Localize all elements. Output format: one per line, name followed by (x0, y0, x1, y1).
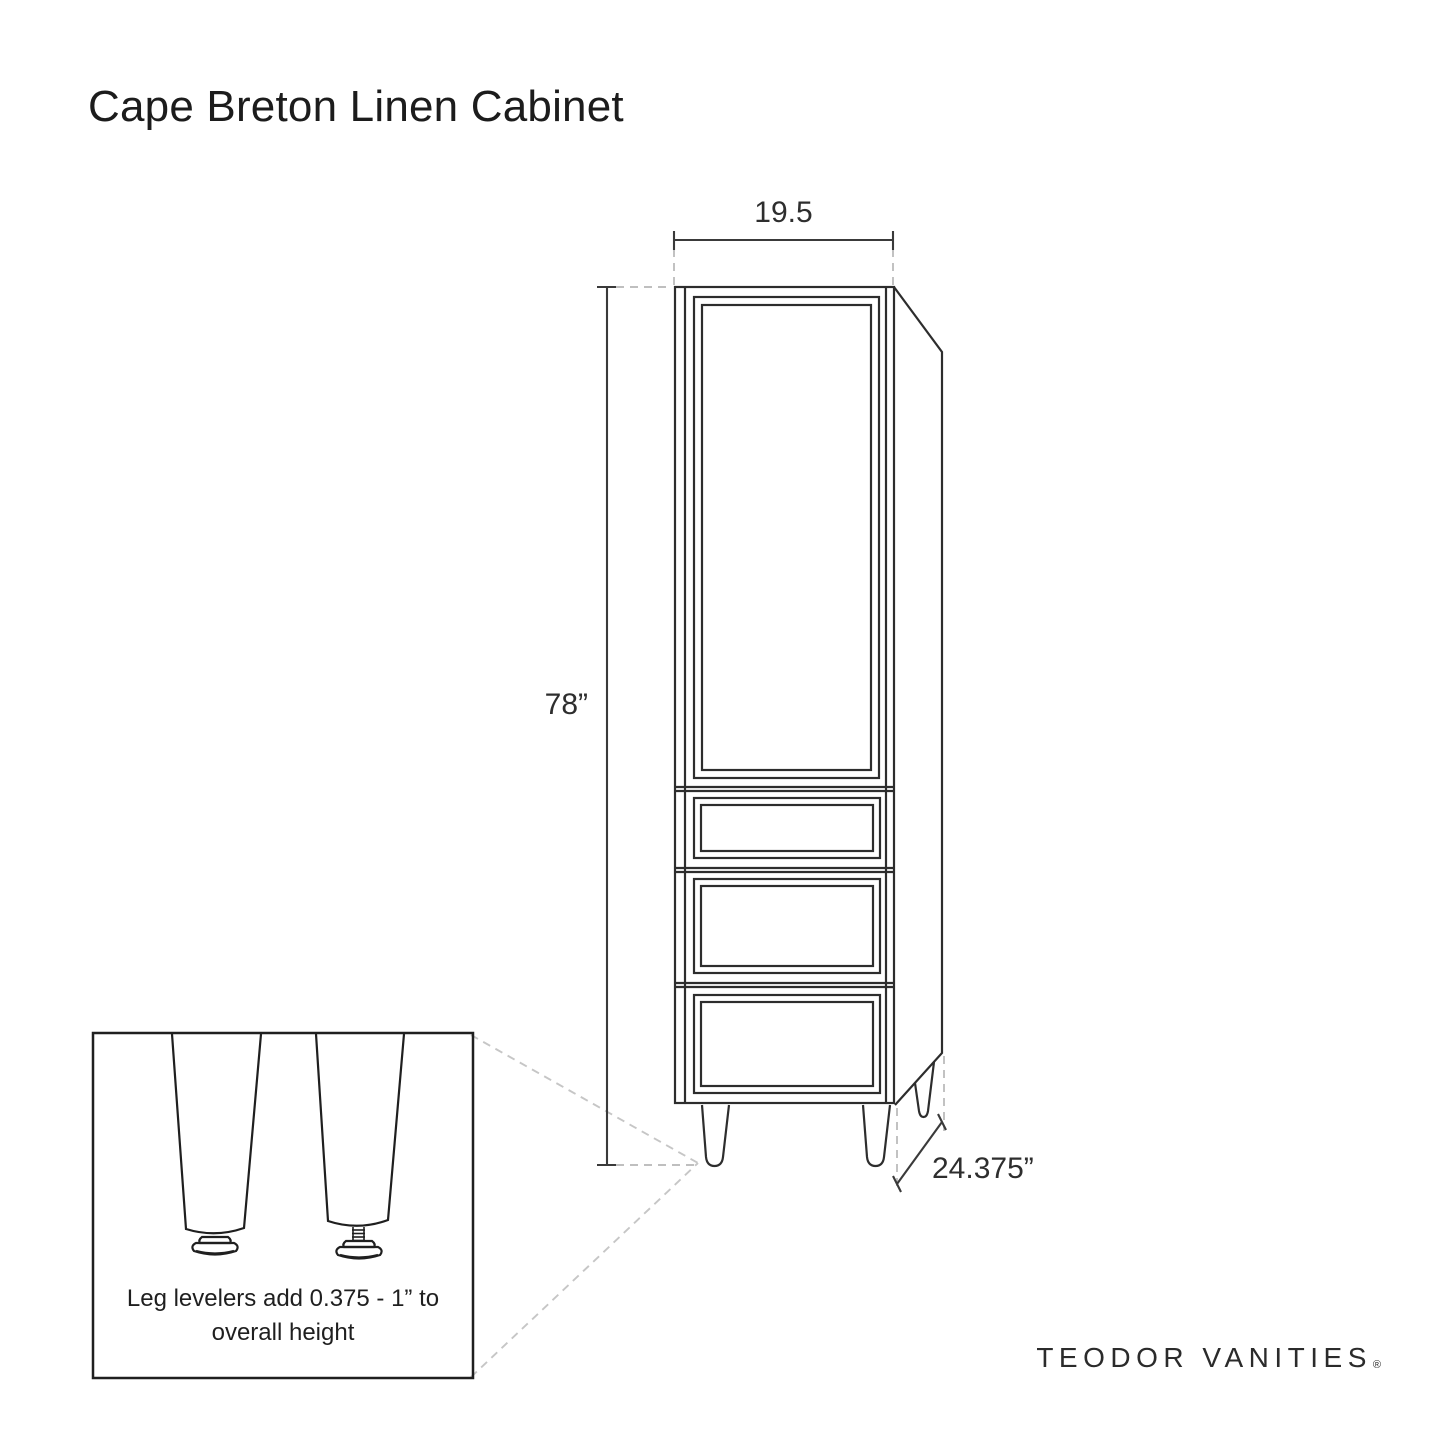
inset-box (91, 1031, 475, 1380)
cabinet-side-panel (893, 286, 944, 1106)
cabinet-front-face (673, 285, 896, 1105)
front-left-leg (700, 1104, 731, 1168)
cabinet-door (692, 295, 881, 780)
inset-leg-left (170, 1033, 263, 1256)
brand-name: TEODOR VANITIES (1036, 1342, 1372, 1373)
inset-note-line1: Leg levelers add 0.375 - 1” to (126, 1285, 440, 1312)
inset-note-line2: overall height (211, 1319, 355, 1347)
page-title: Cape Breton Linen Cabinet (88, 82, 624, 131)
inset-detail (91, 1031, 475, 1380)
callout-line-bottom (470, 1162, 699, 1378)
dimension-lines (597, 231, 947, 1193)
front-right-leg (861, 1104, 892, 1168)
cabinet-legs (700, 1061, 936, 1168)
drawer-3 (692, 993, 882, 1095)
inset-leg-right (314, 1033, 406, 1260)
width-dimension-label: 19.5 (754, 196, 813, 229)
inset-note: Leg levelers add 0.375 - 1” to overall h… (95, 1282, 471, 1350)
height-dimension-label: 78” (544, 688, 588, 721)
width-dimension (672, 231, 895, 250)
depth-dimension-label: 24.375” (932, 1152, 1034, 1185)
cabinet-drawing (673, 285, 944, 1168)
registered-mark-icon: ® (1372, 1359, 1381, 1371)
face-frame-rails (675, 785, 894, 989)
leveler-screw (352, 1227, 365, 1242)
callout-line-top (470, 1034, 699, 1164)
back-right-leg (913, 1061, 936, 1119)
inset-callout-lines (470, 1034, 699, 1378)
dimension-extension-lines (616, 249, 945, 1192)
drawer-2 (692, 877, 882, 975)
depth-dimension (892, 1113, 947, 1193)
height-dimension (597, 285, 616, 1167)
drawer-1 (692, 796, 882, 860)
brand-logo: TEODOR VANITIES ® (1036, 1342, 1381, 1374)
